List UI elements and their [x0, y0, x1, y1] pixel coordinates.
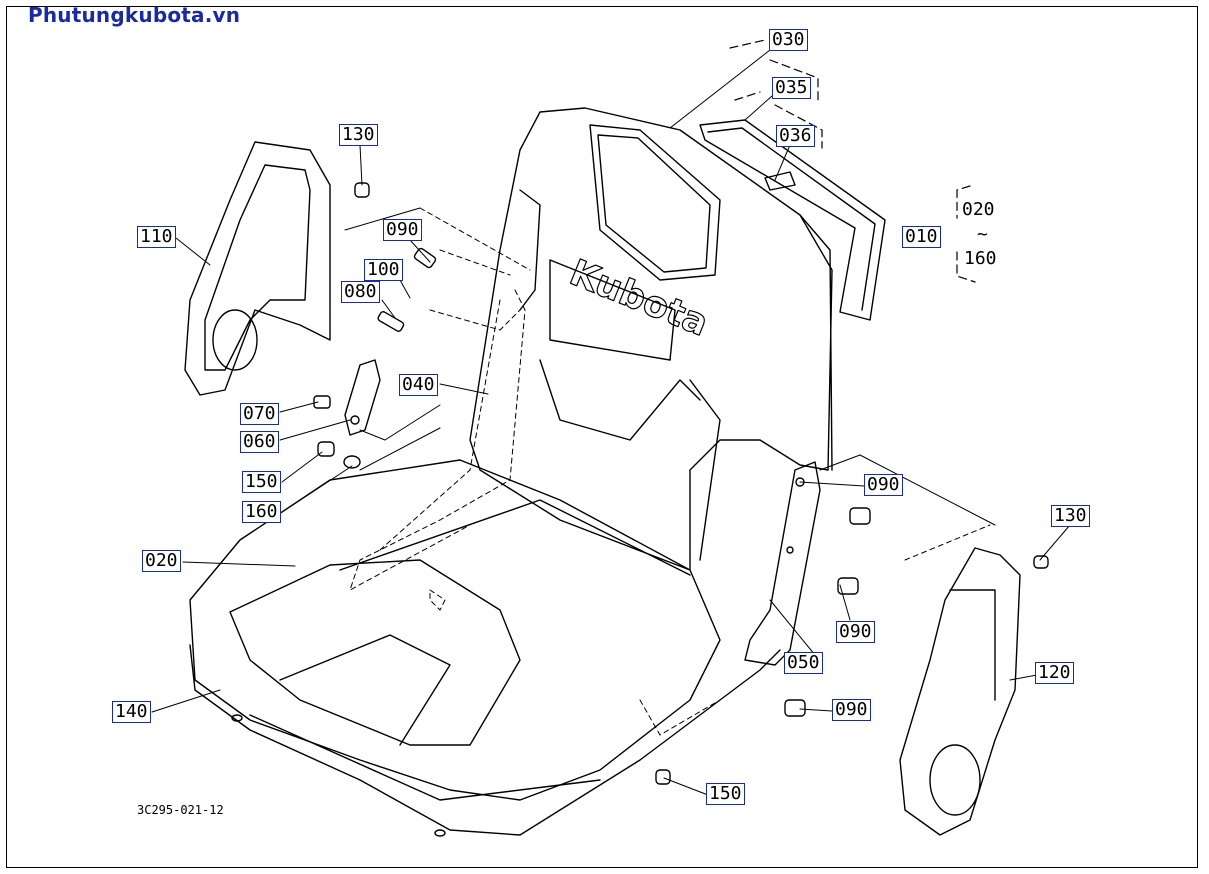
leader-lines	[151, 49, 1071, 796]
part-label-090-right-top[interactable]: 090	[864, 474, 903, 496]
part-label-010[interactable]: 010	[902, 226, 941, 248]
part-label-130-right[interactable]: 130	[1051, 505, 1090, 527]
part-label-060[interactable]: 060	[240, 431, 279, 453]
part-label-160[interactable]: 160	[242, 501, 281, 523]
part-label-090-top[interactable]: 090	[383, 219, 422, 241]
right-bracket	[744, 461, 821, 666]
seat-cushion	[189, 459, 721, 801]
callout-brackets	[729, 39, 976, 283]
part-label-020[interactable]: 020	[142, 550, 181, 572]
fasteners	[313, 171, 1049, 785]
part-label-070[interactable]: 070	[240, 403, 279, 425]
part-label-150-left[interactable]: 150	[242, 471, 281, 493]
part-label-030[interactable]: 030	[769, 29, 808, 51]
drawing-reference-code: 3C295-021-12	[137, 803, 224, 817]
range-to: 160	[964, 248, 997, 269]
diagram-frame	[6, 6, 1198, 868]
part-label-090-right-mid[interactable]: 090	[836, 621, 875, 643]
hidden-lines	[349, 249, 991, 736]
part-label-100[interactable]: 100	[364, 259, 403, 281]
part-label-140[interactable]: 140	[112, 701, 151, 723]
range-separator: ~	[977, 224, 988, 245]
link-plate	[344, 359, 381, 436]
seat-base	[189, 644, 781, 837]
part-label-090-bottom[interactable]: 090	[832, 699, 871, 721]
part-label-150-bottom[interactable]: 150	[706, 783, 745, 805]
part-label-130-left[interactable]: 130	[339, 124, 378, 146]
brand-mark: Kubota	[564, 252, 714, 344]
part-label-036[interactable]: 036	[776, 125, 815, 147]
right-armrest	[899, 547, 1021, 836]
back-frame	[699, 119, 886, 321]
range-from: 020	[962, 199, 995, 220]
site-title: Phutungkubota.vn	[28, 3, 241, 27]
part-label-110[interactable]: 110	[137, 226, 176, 248]
part-label-040[interactable]: 040	[399, 374, 438, 396]
part-label-080[interactable]: 080	[341, 281, 380, 303]
part-label-035[interactable]: 035	[772, 77, 811, 99]
left-armrest	[184, 141, 331, 396]
part-label-120[interactable]: 120	[1035, 662, 1074, 684]
part-label-050[interactable]: 050	[784, 652, 823, 674]
seat-backrest	[469, 107, 833, 571]
